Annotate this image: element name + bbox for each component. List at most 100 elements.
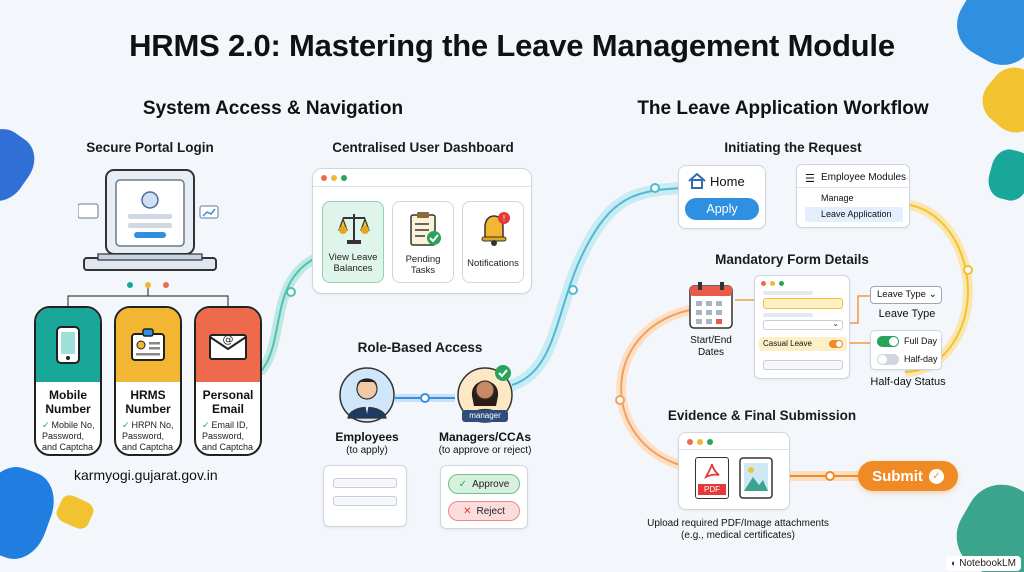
home-label[interactable]: Home (710, 174, 745, 189)
chevron-down-icon: ⌄ (832, 319, 839, 328)
flow-path-left (261, 259, 313, 371)
employee-form-card (323, 465, 407, 527)
manager-avatar: manager (456, 365, 514, 424)
upload-caption: Upload required PDF/Image attachments (e… (620, 518, 856, 542)
notebooklm-watermark: ◐ NotebookLM (946, 556, 1021, 571)
leave-type-label: Leave Type (878, 308, 936, 320)
tile-label: Notifications (467, 258, 519, 269)
id-card-icon (131, 328, 165, 361)
menu-icon[interactable]: ☰ (805, 173, 815, 185)
check-icon: ✓ (202, 420, 210, 430)
tile-label: View Leave Balances (328, 252, 378, 274)
casual-leave-label: Casual Leave (763, 339, 812, 348)
flow-node (286, 287, 296, 297)
submit-button[interactable]: Submit ✓ (858, 461, 958, 491)
pdf-label: PDF (698, 484, 726, 495)
chevron-down-icon: ⌄ (928, 289, 937, 300)
upload-caption-line1: Upload required PDF/Image attachments (647, 518, 829, 529)
right-section-title: The Leave Application Workflow (637, 98, 929, 119)
half-day-toggle[interactable] (877, 354, 899, 365)
svg-text:@: @ (223, 333, 234, 346)
dashboard-tile-pending-tasks[interactable]: Pending Tasks (392, 201, 454, 283)
flow-node (420, 393, 430, 403)
image-file-icon[interactable] (739, 457, 773, 499)
half-day-label: Half-day (904, 354, 938, 364)
login-method-desc: ✓Email ID, Password, and Captcha (202, 420, 254, 452)
dashboard-tile-notifications[interactable]: ! Notifications (462, 201, 524, 283)
page-title: HRMS 2.0: Mastering the Leave Management… (0, 28, 1024, 64)
pdf-file-icon[interactable]: PDF (695, 457, 729, 499)
leave-form-card: ⌄ Casual Leave (754, 275, 850, 379)
check-icon: ✓ (122, 420, 130, 430)
dates-label: Start/End Dates (690, 335, 732, 358)
text-field[interactable] (763, 360, 843, 370)
flow-node (615, 395, 625, 405)
login-method-label: Mobile Number (45, 388, 91, 416)
check-icon: ✓ (458, 478, 468, 490)
flow-node (568, 285, 578, 295)
casual-leave-row[interactable]: Casual Leave (759, 337, 847, 351)
close-icon: ✕ (463, 505, 472, 517)
connector-node (145, 282, 151, 288)
login-method-desc: ✓HRPN No, Password, and Captcha (122, 420, 174, 452)
approve-button[interactable]: ✓Approve (448, 474, 520, 494)
mobile-phone-icon (56, 326, 80, 364)
check-circle-icon: ✓ (928, 468, 944, 484)
form-title: Mandatory Form Details (715, 252, 869, 267)
connector-node (127, 282, 133, 288)
managers-sub: (to approve or reject) (438, 445, 532, 456)
email-envelope-icon: @ (209, 333, 247, 360)
date-field[interactable] (763, 298, 843, 309)
flow-path-evidence (620, 309, 691, 466)
flow-node (825, 471, 835, 481)
leave-type-select[interactable]: Leave Type ⌄ (870, 286, 942, 304)
login-connector (67, 286, 229, 306)
full-day-label: Full Day (904, 336, 938, 346)
dashboard-window: View Leave Balances Pending Tasks ! Noti… (312, 168, 532, 294)
half-day-status-label: Half-day Status (870, 376, 946, 388)
acrobat-icon (703, 463, 720, 480)
manager-badge: manager (462, 410, 508, 422)
title-prefix: HRMS 2.0: (129, 28, 281, 63)
upload-window: PDF (678, 432, 790, 510)
dashboard-tile-leave-balances[interactable]: View Leave Balances (322, 201, 384, 283)
balance-scale-icon (338, 214, 370, 244)
dashboard-title: Centralised User Dashboard (332, 140, 514, 155)
home-icon (688, 173, 706, 189)
login-method-hrms[interactable]: HRMS Number ✓HRPN No, Password, and Capt… (114, 306, 182, 456)
home-card: Home Apply (678, 165, 766, 229)
employees-sub: (to apply) (346, 445, 388, 456)
login-method-email[interactable]: @ Personal Email ✓Email ID, Password, an… (194, 306, 262, 456)
flow-node (963, 265, 973, 275)
window-controls (321, 175, 347, 181)
flow-path-main (511, 187, 685, 386)
full-day-toggle[interactable] (877, 336, 899, 347)
connector-node (163, 282, 169, 288)
employees-label: Employees (335, 430, 399, 444)
day-toggle-card: Full Day Half-day (870, 330, 942, 370)
approval-card: ✓Approve ✕Reject (440, 465, 528, 529)
roles-title: Role-Based Access (357, 340, 483, 355)
employee-modules-menu: ☰ Employee Modules Manage Leave Applicat… (796, 164, 910, 228)
portal-url[interactable]: karmyogi.gujarat.gov.in (74, 467, 218, 483)
leave-type-field[interactable]: ⌄ (763, 319, 843, 330)
flow-path-main (506, 182, 690, 391)
calendar-icon (689, 282, 733, 329)
menu-item-manage[interactable]: Manage (821, 193, 854, 203)
toggle-icon[interactable] (829, 340, 843, 348)
left-section-title: System Access & Navigation (142, 98, 404, 119)
flow-path-left (257, 255, 317, 375)
window-controls (687, 439, 713, 445)
tile-label: Pending Tasks (405, 254, 441, 276)
reject-button[interactable]: ✕Reject (448, 501, 520, 521)
check-circle-icon (495, 365, 511, 381)
login-method-mobile[interactable]: Mobile Number ✓Mobile No, Password, and … (34, 306, 102, 456)
menu-item-leave-application[interactable]: Leave Application (805, 207, 903, 222)
menu-title: Employee Modules (821, 172, 907, 183)
apply-button[interactable]: Apply (685, 198, 759, 220)
login-method-label: HRMS Number (125, 388, 171, 416)
login-method-label: Personal Email (202, 388, 254, 416)
evidence-title: Evidence & Final Submission (667, 408, 857, 423)
flow-node (650, 183, 660, 193)
login-method-desc: ✓Mobile No, Password, and Captcha (42, 420, 95, 452)
